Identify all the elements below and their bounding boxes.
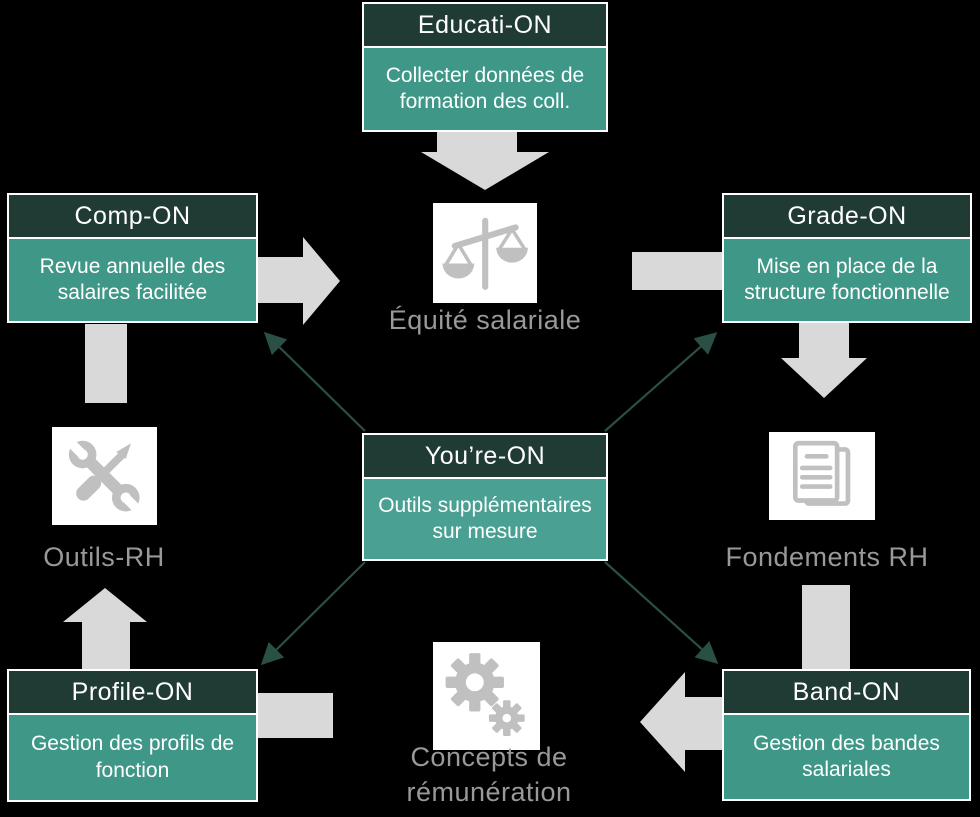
youre-box-title: You’re-ON xyxy=(364,435,606,479)
youre-box-description: Outils supplémentaires sur mesure xyxy=(364,479,606,559)
comp-box: Comp-ON Revue annuelle des salaires faci… xyxy=(7,193,258,323)
arrow-concepts-to-profile xyxy=(258,693,333,738)
connector-youre-to-grade xyxy=(604,332,718,432)
concepts-icon-tile xyxy=(433,642,540,750)
balance-scale-icon xyxy=(442,217,529,290)
tools-icon-tile xyxy=(52,427,157,525)
education-box-title: Educati-ON xyxy=(364,4,606,48)
arrow-tools-to-comp xyxy=(85,324,127,403)
arrow-grade-to-foundations xyxy=(781,322,867,398)
wrench-screwdriver-icon xyxy=(63,434,146,518)
equity-label: Équité salariale xyxy=(388,305,582,335)
documents-icon xyxy=(793,441,851,507)
education-box: Educati-ON Collecter données de formatio… xyxy=(362,2,608,132)
equity-icon-tile xyxy=(433,203,537,303)
tools-label: Outils-RH xyxy=(43,542,165,572)
education-box-description: Collecter données de formation des coll. xyxy=(364,48,606,130)
arrow-comp-to-equity xyxy=(258,237,340,325)
arrow-band-to-concepts xyxy=(640,672,723,772)
profile-box-description: Gestion des profils de fonction xyxy=(9,715,256,800)
concepts-label: Concepts de rémunération xyxy=(406,742,572,808)
connector-youre-to-band xyxy=(604,561,719,664)
profile-box: Profile-ON Gestion des profils de foncti… xyxy=(7,669,258,802)
grade-box-description: Mise en place de la structure fonctionne… xyxy=(724,239,970,321)
connector-youre-to-profile xyxy=(260,561,366,666)
band-box-description: Gestion des bandes salariales xyxy=(724,715,969,799)
connector-youre-to-comp xyxy=(263,331,366,432)
grade-box-title: Grade-ON xyxy=(724,195,970,239)
grade-box: Grade-ON Mise en place de la structure f… xyxy=(722,193,972,323)
arrow-education-to-equity xyxy=(421,131,549,190)
foundations-icon-tile xyxy=(769,432,875,520)
comp-box-title: Comp-ON xyxy=(9,195,256,239)
band-box-title: Band-ON xyxy=(724,671,969,715)
foundations-label: Fondements RH xyxy=(725,542,929,572)
band-box: Band-ON Gestion des bandes salariales xyxy=(722,669,971,801)
comp-box-description: Revue annuelle des salaires facilitée xyxy=(9,239,256,321)
arrow-equity-to-grade xyxy=(632,252,723,290)
arrow-foundations-to-band xyxy=(802,585,850,669)
profile-box-title: Profile-ON xyxy=(9,671,256,715)
youre-box: You’re-ON Outils supplémentaires sur mes… xyxy=(362,433,608,561)
arrow-profile-to-tools xyxy=(63,588,147,669)
gears-icon xyxy=(446,653,526,737)
